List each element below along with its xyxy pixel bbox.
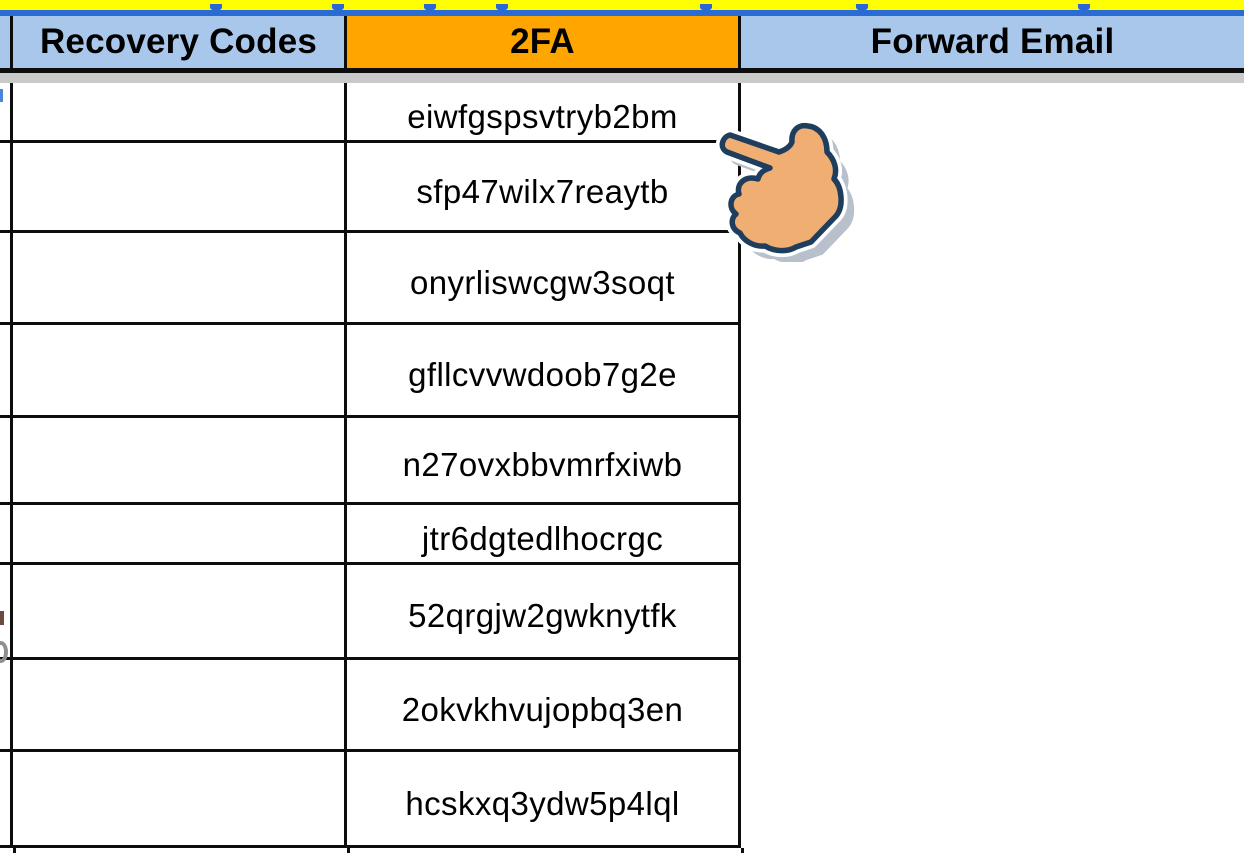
cell-recovery-code[interactable] — [13, 325, 347, 418]
table-row-partial — [0, 848, 1244, 858]
header-recovery-codes[interactable]: Recovery Codes — [13, 16, 347, 68]
link-text-fragment — [700, 4, 712, 10]
border-tick — [741, 848, 744, 853]
cell-recovery-code[interactable] — [13, 660, 347, 752]
cell-forward-email — [741, 848, 1244, 858]
table-row: 2okvkhvujopbq3en — [0, 660, 1244, 752]
cell-recovery-code[interactable] — [13, 233, 347, 325]
table-row: sfp47wilx7reaytb — [0, 143, 1244, 233]
cell-forward-email[interactable] — [741, 418, 1244, 505]
cell-recovery-code[interactable] — [13, 752, 347, 848]
cell-2fa-code[interactable]: jtr6dgtedlhocrgc — [347, 505, 741, 565]
cell-2fa-code[interactable]: gfllcvvwdoob7g2e — [347, 325, 741, 418]
cell-2fa-code — [347, 848, 741, 858]
link-text-fragment — [210, 4, 222, 10]
cell-recovery-code[interactable] — [13, 143, 347, 233]
grid-line-stub — [0, 230, 13, 233]
clipped-left-cell — [0, 565, 13, 660]
grid-line-stub — [0, 845, 13, 848]
border-tick — [13, 848, 16, 853]
clipped-text-fragment — [0, 641, 8, 663]
blue-divider-band — [0, 10, 1244, 16]
clipped-left-header-cell — [0, 16, 13, 68]
grid-line-stub — [0, 322, 13, 325]
clipped-left-cell — [0, 325, 13, 418]
clipped-left-cell — [0, 848, 13, 858]
clipped-left-cell — [0, 752, 13, 848]
clipped-left-cell — [0, 83, 13, 143]
clipped-left-cell — [0, 418, 13, 505]
cell-2fa-code[interactable]: eiwfgspsvtryb2bm — [347, 83, 741, 143]
table-row: 52qrgjw2gwknytfk — [0, 565, 1244, 660]
cell-recovery-code[interactable] — [13, 418, 347, 505]
table-row: onyrliswcgw3soqt — [0, 233, 1244, 325]
cell-2fa-code[interactable]: onyrliswcgw3soqt — [347, 233, 741, 325]
cell-forward-email[interactable] — [741, 565, 1244, 660]
border-tick — [347, 848, 350, 853]
table-row: eiwfgspsvtryb2bm — [0, 83, 1244, 143]
header-forward-email[interactable]: Forward Email — [741, 16, 1244, 68]
cell-forward-email[interactable] — [741, 660, 1244, 752]
cell-recovery-code — [13, 848, 347, 858]
cell-recovery-code[interactable] — [13, 505, 347, 565]
cell-2fa-code[interactable]: n27ovxbbvmrfxiwb — [347, 418, 741, 505]
grid-line-stub — [0, 562, 13, 565]
cell-recovery-code[interactable] — [13, 565, 347, 660]
link-text-fragment — [332, 4, 344, 10]
link-text-fragment — [1078, 4, 1090, 10]
link-text-fragment — [496, 4, 508, 10]
cell-forward-email[interactable] — [741, 505, 1244, 565]
table-header-row: Recovery Codes 2FA Forward Email — [0, 16, 1244, 73]
row-separator-strip — [0, 73, 1244, 83]
pointing-hand-cursor — [715, 119, 854, 262]
cell-2fa-code[interactable]: 52qrgjw2gwknytfk — [347, 565, 741, 660]
table-body: eiwfgspsvtryb2bm sfp47wilx7reaytb onyrli… — [0, 83, 1244, 858]
header-2fa[interactable]: 2FA — [347, 16, 741, 68]
clipped-text-fragment — [0, 611, 4, 625]
link-text-fragment — [424, 4, 436, 10]
cell-forward-email[interactable] — [741, 752, 1244, 848]
grid-line-stub — [0, 502, 13, 505]
cell-2fa-code[interactable]: 2okvkhvujopbq3en — [347, 660, 741, 752]
clipped-left-cell — [0, 143, 13, 233]
clipped-left-cell — [0, 660, 13, 752]
table-row: hcskxq3ydw5p4lql — [0, 752, 1244, 848]
table-row: gfllcvvwdoob7g2e — [0, 325, 1244, 418]
cut-off-link-row — [0, 0, 1244, 10]
table-row: n27ovxbbvmrfxiwb — [0, 418, 1244, 505]
clipped-left-cell — [0, 233, 13, 325]
clipped-left-cell — [0, 505, 13, 565]
clipped-text-fragment — [0, 89, 3, 102]
link-text-fragment — [856, 4, 868, 10]
grid-line-stub — [0, 415, 13, 418]
cell-recovery-code[interactable] — [13, 83, 347, 143]
cell-2fa-code[interactable]: sfp47wilx7reaytb — [347, 143, 741, 233]
cell-forward-email[interactable] — [741, 325, 1244, 418]
cell-2fa-code[interactable]: hcskxq3ydw5p4lql — [347, 752, 741, 848]
grid-line-stub — [0, 140, 13, 143]
grid-line-stub — [0, 749, 13, 752]
table-row: jtr6dgtedlhocrgc — [0, 505, 1244, 565]
